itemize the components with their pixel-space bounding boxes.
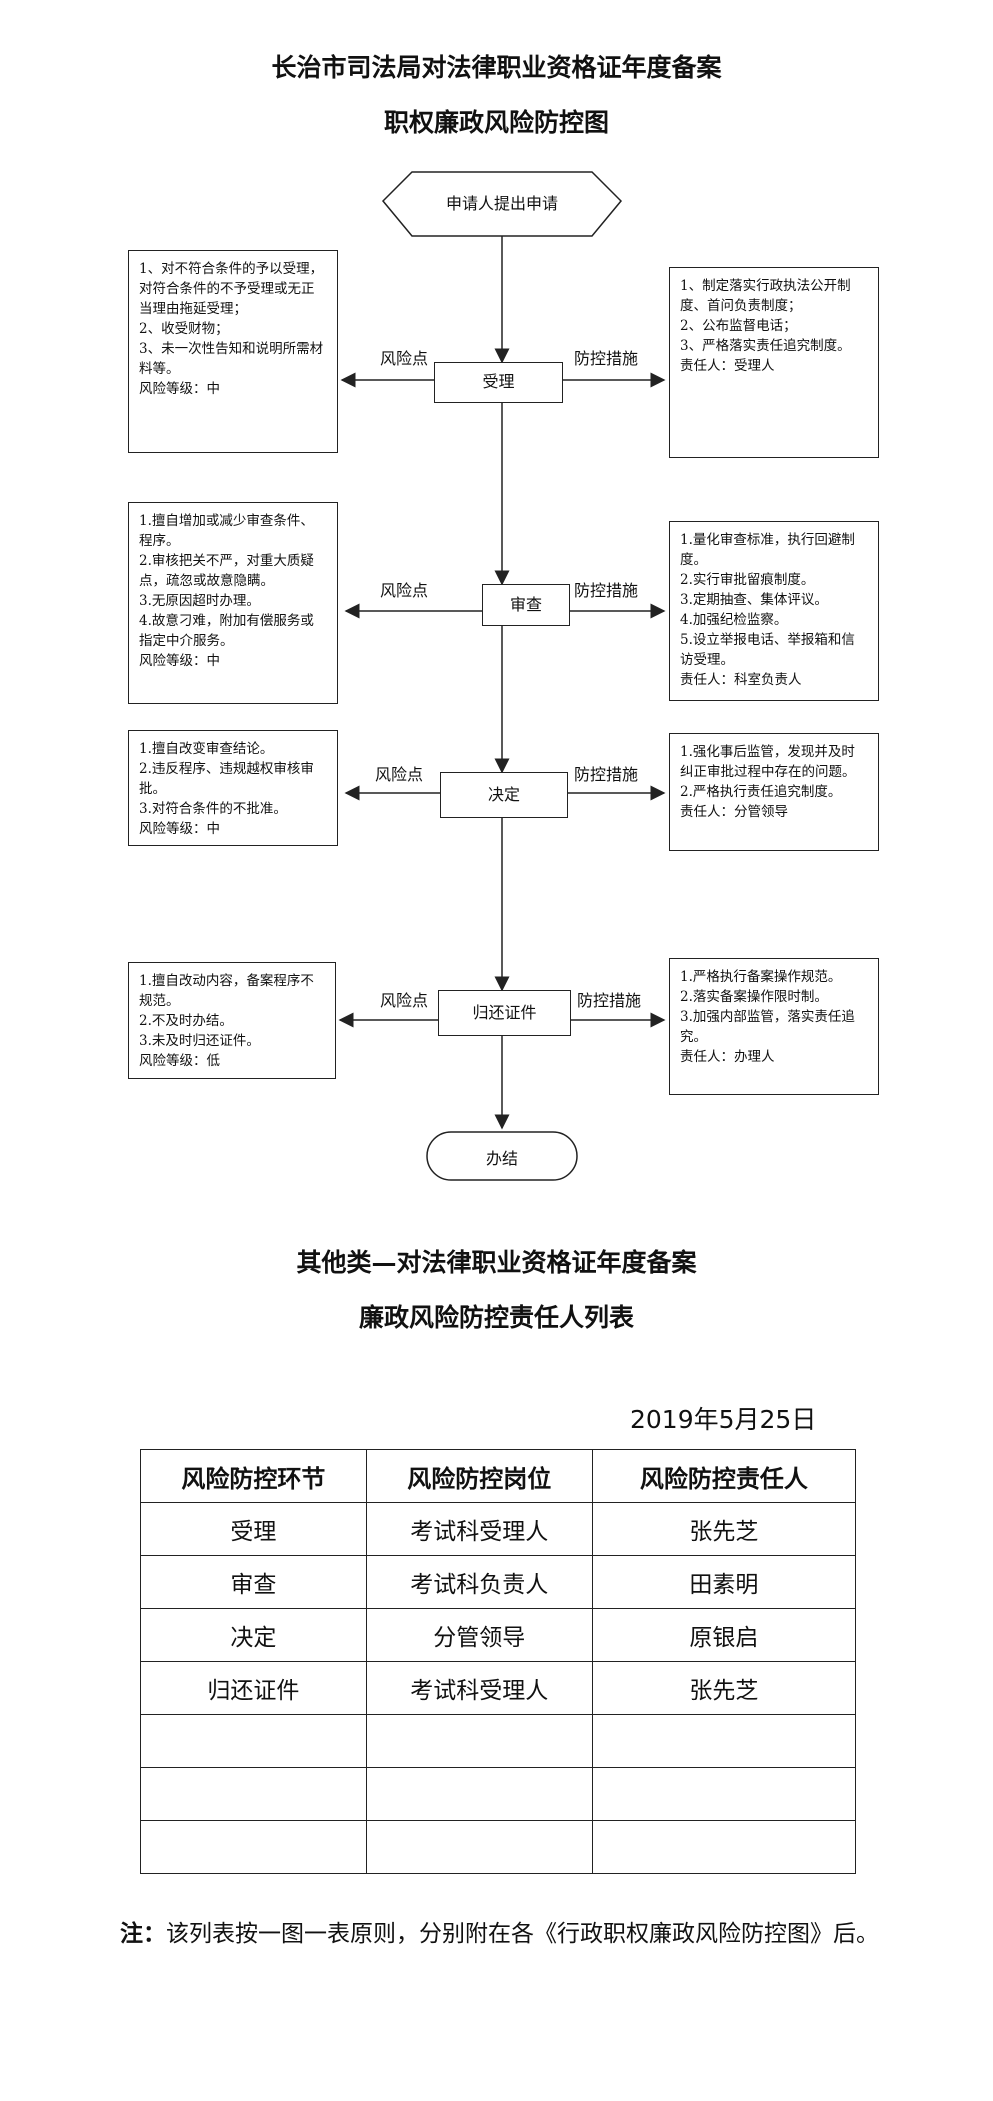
measure-label-1: 防控措施: [574, 349, 639, 368]
table-cell: [140, 1714, 367, 1768]
flow-connectors: [338, 171, 666, 1181]
flow-title-line-1: 长治市司法局对法律职业资格证年度备案: [271, 53, 722, 82]
measure-box-4: 1.严格执行备案操作规范。 2.落实备案操作限时制。 3.加强内部监管，落实责任…: [669, 958, 879, 1095]
table-cell: [365, 1714, 593, 1768]
table-cell: 分管领导: [365, 1608, 593, 1662]
start-node-label: 申请人提出申请: [445, 194, 558, 213]
table-cell: 原银启: [591, 1608, 857, 1662]
table-row: 归还证件 考试科受理人 张先芝: [140, 1661, 857, 1715]
table-row: [140, 1820, 857, 1874]
footnote-text: 该列表按一图一表原则，分别附在各《行政职权廉政风险防控图》后。: [166, 1921, 879, 1947]
footnote: 注：该列表按一图一表原则，分别附在各《行政职权廉政风险防控图》后。: [120, 1910, 880, 1958]
step-node-3: 决定: [440, 772, 568, 818]
measure-label-4: 防控措施: [577, 991, 642, 1010]
table-cell: 张先芝: [591, 1661, 857, 1715]
table-cell: 考试科受理人: [365, 1661, 593, 1715]
risk-label-4: 风险点: [380, 991, 429, 1010]
table-title-line-1: 其他类—对法律职业资格证年度备案: [296, 1248, 697, 1277]
start-node-shape: [381, 171, 623, 237]
header-cell-stage: 风险防控环节: [140, 1449, 367, 1503]
table-cell: 受理: [140, 1502, 367, 1556]
measure-label-3: 防控措施: [574, 765, 639, 784]
table-row: [140, 1714, 857, 1768]
table-cell: 决定: [140, 1608, 367, 1662]
risk-label-1: 风险点: [380, 349, 429, 368]
header-cell-post: 风险防控岗位: [365, 1449, 593, 1503]
risk-box-1: 1、对不符合条件的予以受理，对符合条件的不予受理或无正当理由拖延受理； 2、收受…: [128, 250, 338, 453]
table-cell: [591, 1820, 857, 1874]
table-header-row: 风险防控环节 风险防控岗位 风险防控责任人: [140, 1449, 857, 1503]
table-cell: [591, 1714, 857, 1768]
measure-label-2: 防控措施: [574, 581, 639, 600]
measure-box-2: 1.量化审查标准，执行回避制度。 2.实行审批留痕制度。 3.定期抽查、集体评议…: [669, 521, 879, 701]
risk-box-2: 1.擅自增加或减少审查条件、程序。 2.审核把关不严，对重大质疑点，疏忽或故意隐…: [128, 502, 338, 704]
table-row: [140, 1767, 857, 1821]
date-text: 2019年5月25日: [630, 1405, 817, 1434]
table-cell: [140, 1820, 367, 1874]
end-node-shape: [426, 1131, 578, 1181]
table-cell: 考试科受理人: [365, 1502, 593, 1556]
table-cell: 张先芝: [591, 1502, 857, 1556]
table-cell: 考试科负责人: [365, 1555, 593, 1609]
table-cell: 审查: [140, 1555, 367, 1609]
step-node-1: 受理: [434, 362, 563, 403]
step-node-2: 审查: [482, 584, 570, 626]
table-cell: 田素明: [591, 1555, 857, 1609]
table-row: 审查 考试科负责人 田素明: [140, 1555, 857, 1609]
table-row: 决定 分管领导 原银启: [140, 1608, 857, 1662]
step-node-4: 归还证件: [438, 990, 571, 1036]
flow-title-line-2: 职权廉政风险防控图: [383, 108, 609, 137]
table-cell: [591, 1767, 857, 1821]
footnote-prefix: 注：: [120, 1921, 166, 1947]
measure-box-3: 1.强化事后监管，发现并及时纠正审批过程中存在的问题。 2.严格执行责任追究制度…: [669, 733, 879, 851]
measure-box-1: 1、制定落实行政执法公开制度、首问负责制度； 2、公布监督电话； 3、严格落实责…: [669, 267, 879, 458]
table-row: 受理 考试科受理人 张先芝: [140, 1502, 857, 1556]
risk-box-4: 1.擅自改动内容，备案程序不规范。 2.不及时办结。 3.未及时归还证件。 风险…: [128, 962, 336, 1079]
end-node-label: 办结: [485, 1149, 518, 1168]
responsibility-table: 风险防控环节 风险防控岗位 风险防控责任人 受理 考试科受理人 张先芝 审查 考…: [140, 1449, 857, 1874]
table-cell: 归还证件: [140, 1661, 367, 1715]
table-title-line-2: 廉政风险防控责任人列表: [358, 1303, 634, 1332]
header-cell-person: 风险防控责任人: [591, 1449, 857, 1503]
risk-box-3: 1.擅自改变审查结论。 2.违反程序、违规越权审核审批。 3.对符合条件的不批准…: [128, 730, 338, 846]
table-cell: [365, 1820, 593, 1874]
risk-label-2: 风险点: [380, 581, 429, 600]
risk-label-3: 风险点: [375, 765, 424, 784]
table-cell: [365, 1767, 593, 1821]
table-cell: [140, 1767, 367, 1821]
